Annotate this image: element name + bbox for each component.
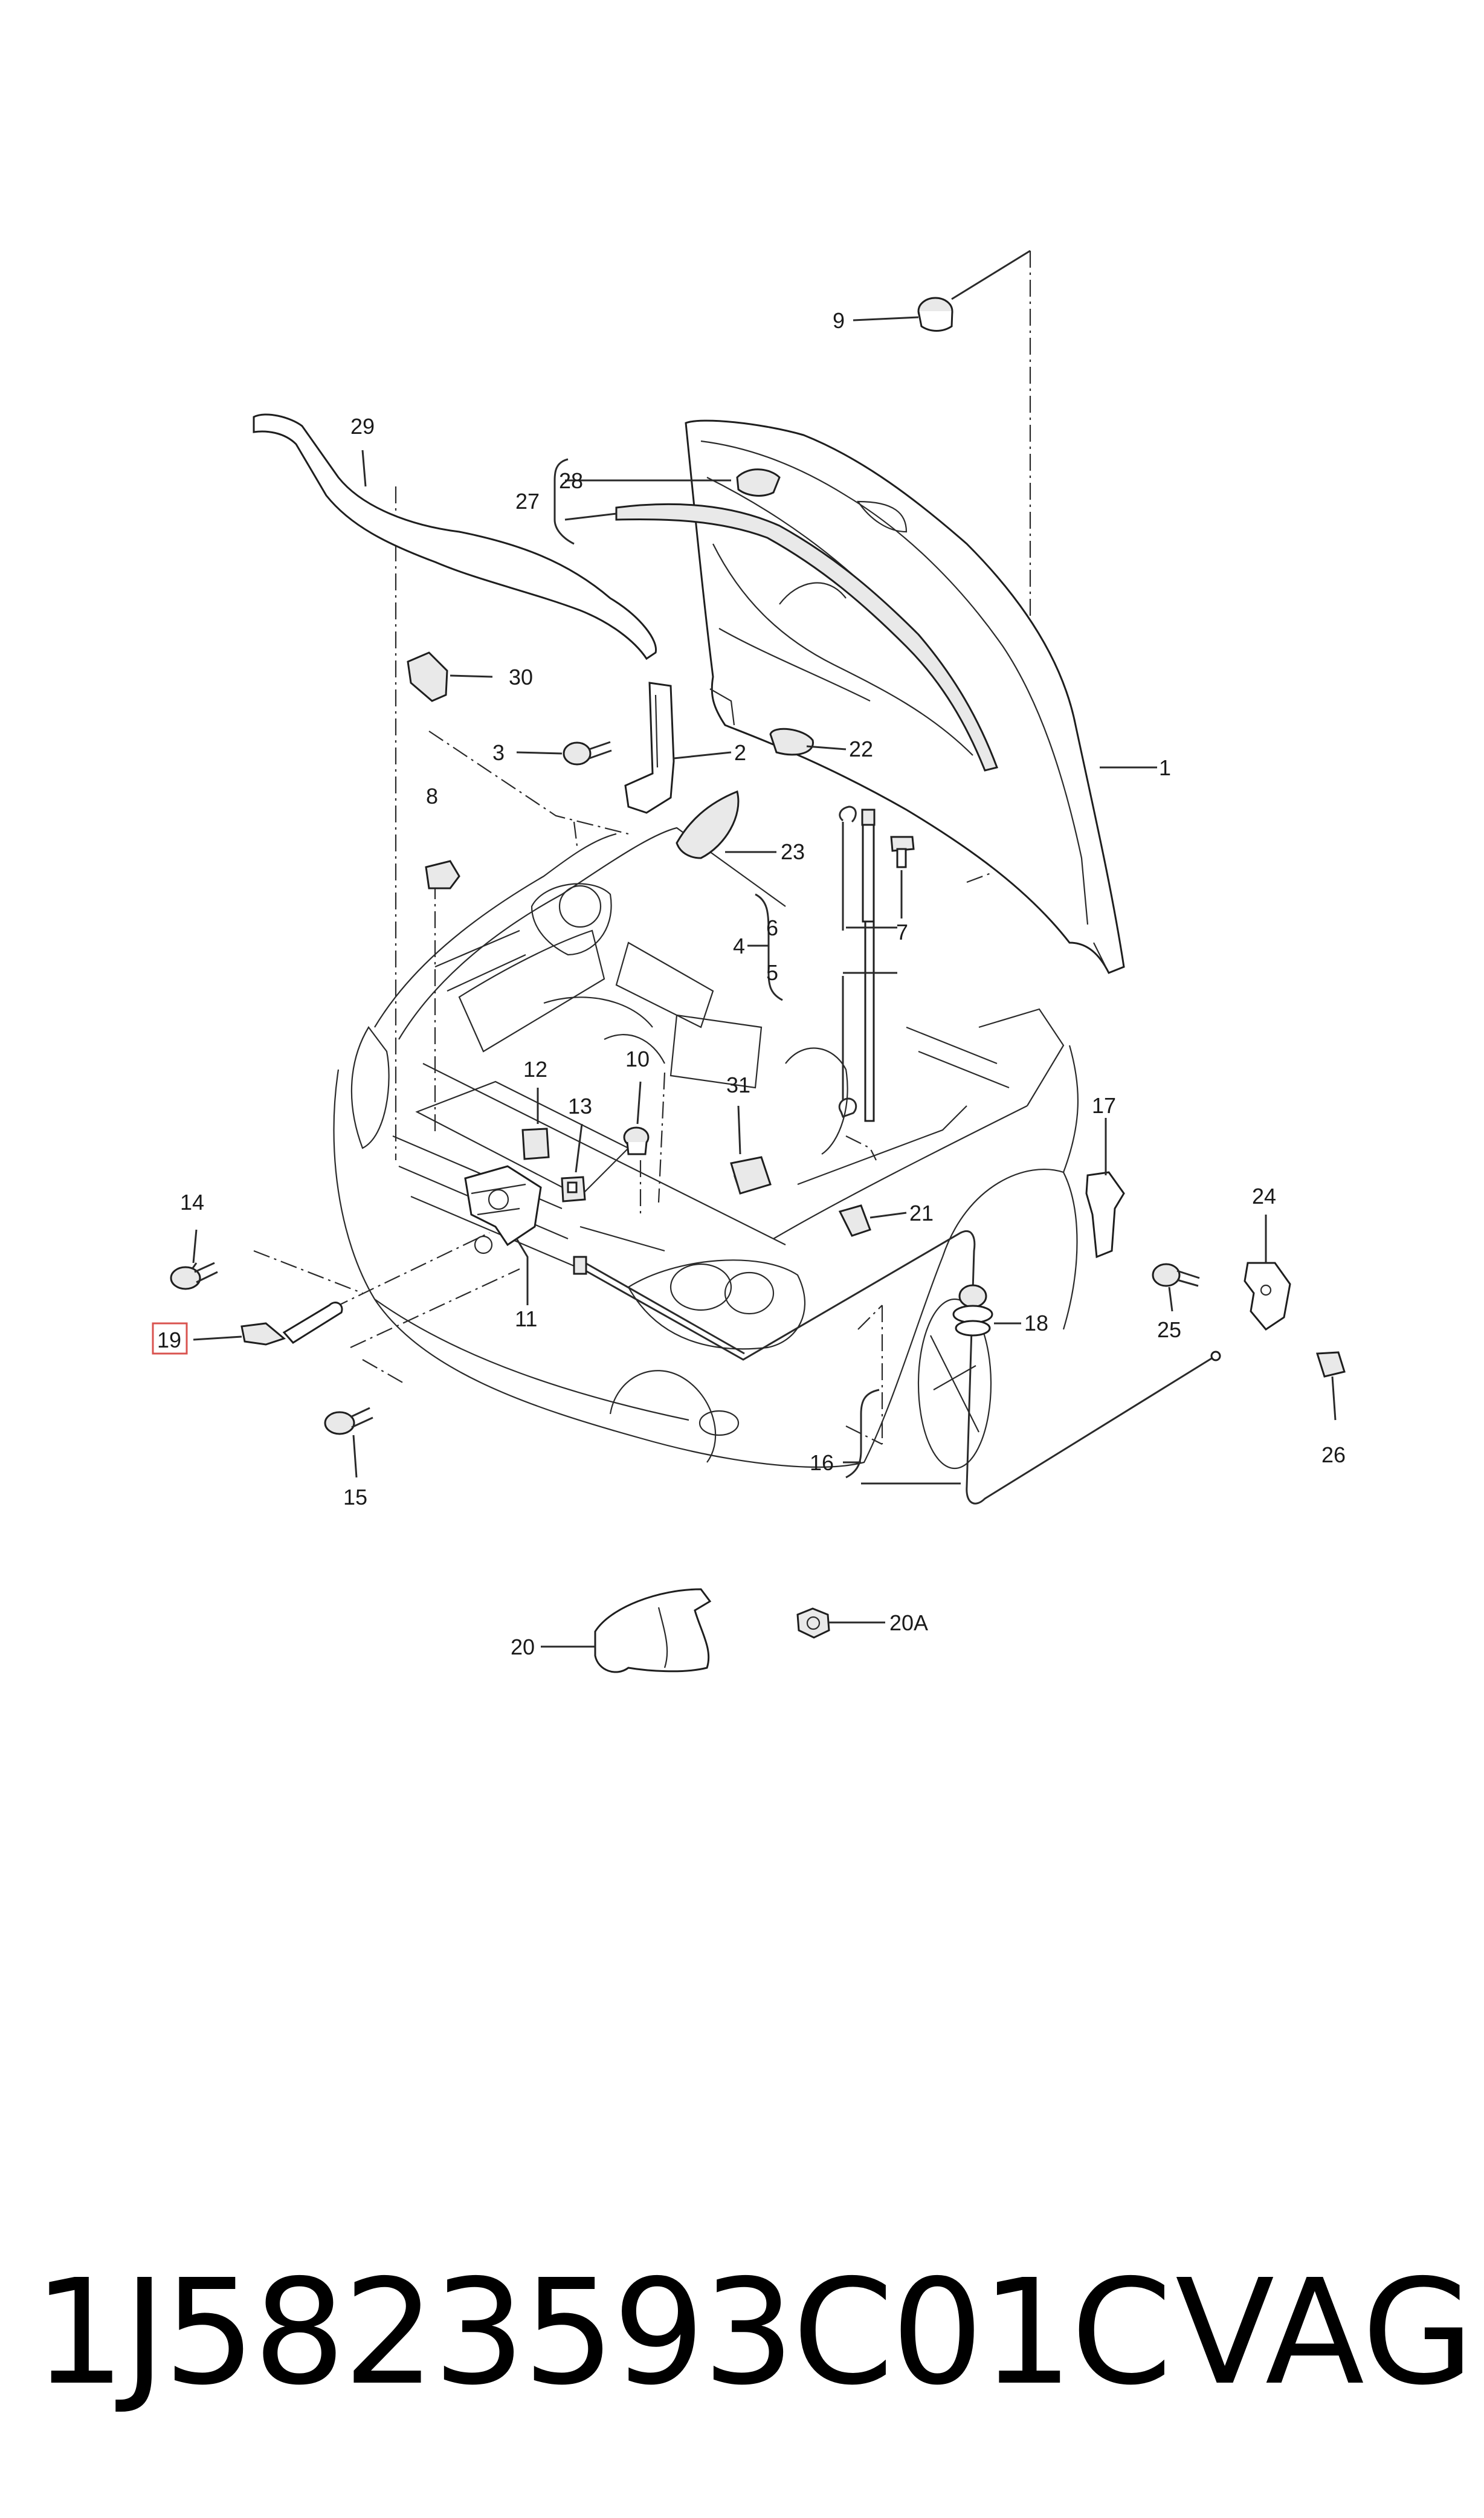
nut-part-26: [1315, 1351, 1346, 1378]
callout-19-highlight[interactable]: 19: [152, 1322, 188, 1355]
clip-part-30: [407, 651, 448, 702]
release-cable-part-16: [573, 1230, 1221, 1505]
leader-lines: [191, 250, 1337, 1648]
rubber-buffer-part: [917, 297, 953, 332]
callout-7: 7: [896, 920, 908, 944]
highlight-box: [152, 1322, 188, 1355]
grommet-part-10: [623, 1126, 650, 1155]
callout-17: 17: [1092, 1093, 1116, 1118]
bolt-part-14: [170, 1262, 218, 1290]
insulation-part-20: [594, 1588, 712, 1673]
callout-9: 9: [833, 308, 845, 333]
bolt-part-15: [324, 1407, 373, 1435]
callout-2: 2: [734, 740, 746, 765]
bolt-part-3: [563, 741, 612, 766]
clip-part-28: [736, 468, 781, 497]
bracket-part-31: [730, 1156, 772, 1195]
callout-8: 8: [426, 784, 438, 809]
callout-3: 3: [492, 740, 505, 765]
hood-seal: [253, 413, 657, 660]
bracket-part-24: [1244, 1262, 1291, 1331]
callout-labels: 1 2 3 4 5 6 7 8 9 10 11 12 13 14 15 16 1…: [152, 308, 1346, 1659]
gas-strut-part-5: [838, 809, 876, 1122]
hood-liner-strip: [615, 503, 998, 772]
grommet-part-18: [952, 1284, 993, 1337]
callout-28: 28: [559, 468, 583, 493]
nut-part-20a: [796, 1607, 830, 1639]
callout-13: 13: [568, 1094, 592, 1119]
bolt-part-7: [890, 836, 915, 868]
callout-14: 14: [180, 1190, 204, 1215]
bolt-part-25: [1152, 1263, 1200, 1287]
retainer-part-6: [839, 805, 857, 823]
car-front-outline: [333, 827, 1079, 1470]
callout-5: 5: [766, 960, 778, 985]
callout-16: 16: [810, 1450, 834, 1475]
callout-29: 29: [350, 414, 375, 439]
callout-22: 22: [849, 737, 873, 761]
release-handle-part-17: [1085, 1171, 1125, 1259]
callout-6: 6: [766, 915, 778, 940]
footer-caption: 1J5823593C01C VAG: [0, 2254, 1484, 2411]
callout-23: 23: [781, 839, 805, 864]
callout-11: 11: [515, 1306, 537, 1331]
part-number: 1J5823593C01C: [33, 2248, 1172, 2417]
clip-part-8: [425, 860, 460, 889]
callout-31: 31: [726, 1073, 750, 1097]
callout-19: 19: [157, 1328, 181, 1352]
hood-latch-part-11: [464, 1165, 542, 1254]
callout-10: 10: [625, 1047, 650, 1071]
clip-part-21: [838, 1204, 871, 1237]
callout-1: 1: [1159, 755, 1171, 780]
callout-26: 26: [1321, 1442, 1346, 1467]
hood-panel: [685, 419, 1125, 974]
callout-27: 27: [515, 489, 540, 514]
callout-12: 12: [523, 1057, 547, 1082]
callout-25: 25: [1157, 1317, 1181, 1342]
callout-15: 15: [343, 1485, 367, 1509]
callout-30: 30: [509, 665, 533, 689]
callout-24: 24: [1252, 1184, 1276, 1209]
release-lever-part-19: [240, 1302, 343, 1346]
callout-20a: 20A: [889, 1610, 928, 1635]
callout-4: 4: [733, 934, 745, 958]
bracket-part-12: [521, 1128, 550, 1160]
callout-21: 21: [909, 1201, 934, 1225]
callout-20: 20: [511, 1635, 535, 1659]
insulation-part-23: [676, 790, 740, 859]
brand-name: VAG: [1175, 2248, 1474, 2417]
hinge-part-2: [624, 682, 675, 814]
clip-part-13: [561, 1176, 586, 1203]
assembly-dash-lines: [253, 251, 1064, 1445]
callout-18: 18: [1024, 1311, 1048, 1335]
grommet-part-22: [769, 728, 814, 756]
